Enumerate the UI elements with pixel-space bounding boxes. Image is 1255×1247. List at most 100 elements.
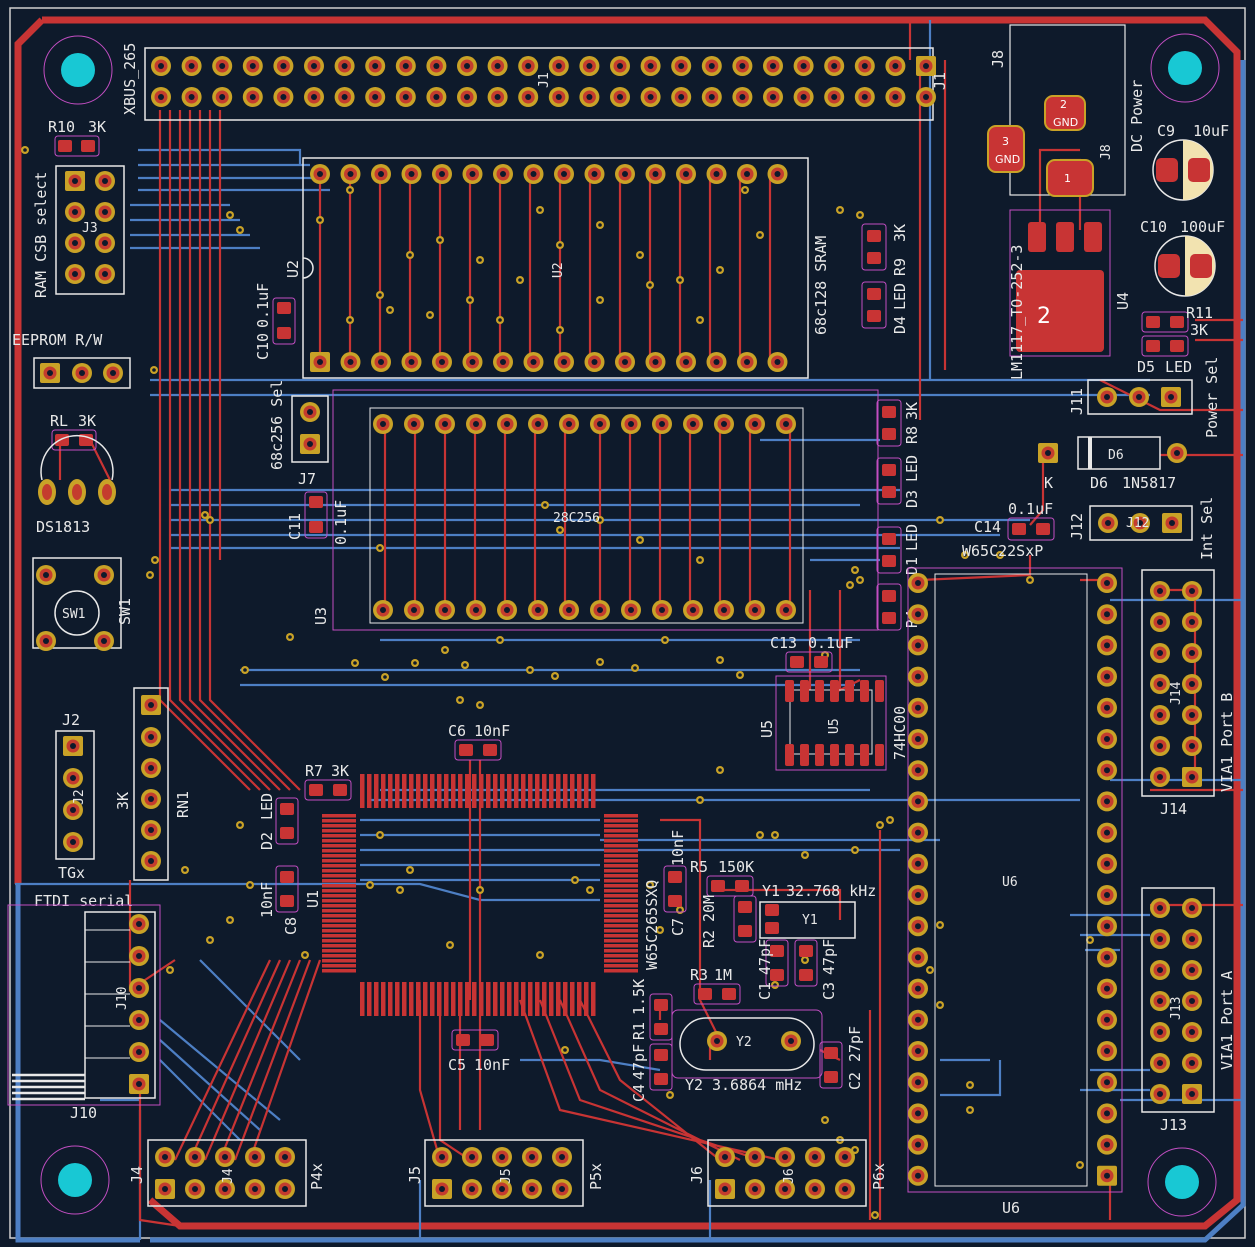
y1-label-inner: Y1 <box>802 913 818 928</box>
j14-pin <box>1150 674 1170 694</box>
u6-pin <box>908 1041 928 1061</box>
logic-ic-u5 <box>775 675 887 771</box>
capacitor-c10 <box>1154 235 1216 297</box>
r9-value: 3K <box>891 224 909 242</box>
reset-ic-ds1813 <box>38 434 116 505</box>
power-sel-label: Power Sel <box>1203 357 1221 438</box>
r1-value: 1.5K <box>630 979 648 1015</box>
u1-pad-left <box>322 869 356 873</box>
j1-pin <box>518 87 539 107</box>
u1-pad-bottom <box>458 982 463 1016</box>
u1-pad-left <box>322 879 356 883</box>
j1-pin <box>732 56 753 76</box>
u1-pad-bottom <box>451 982 456 1016</box>
u2-pin <box>310 352 330 372</box>
d3-label: D3 <box>903 490 921 508</box>
u6-pin <box>1097 666 1117 687</box>
r3-label: R3 <box>690 966 708 984</box>
rn1-label: RN1 <box>174 791 192 818</box>
c10-decoupling-label: C10 <box>254 333 272 360</box>
j1-pin <box>242 56 263 76</box>
k-label: K <box>1044 474 1053 492</box>
c10-value: 100uF <box>1180 218 1225 236</box>
regulator-u4 <box>1009 209 1111 357</box>
u2-pin <box>676 352 696 372</box>
u6-pin <box>908 916 928 937</box>
u3-pin <box>466 414 486 434</box>
c10-label: C10 <box>1140 218 1167 236</box>
j1-pin <box>885 56 906 76</box>
j5-label-inner: J5 <box>499 1168 514 1184</box>
u1-pad-left <box>322 964 356 968</box>
d5-label: D5 <box>1137 358 1155 376</box>
u6-pin <box>908 1165 928 1186</box>
u1-pad-right <box>604 834 638 838</box>
j1-pin <box>579 56 600 76</box>
j4-pin <box>215 1147 235 1167</box>
sram-label: 68c128 SRAM <box>812 236 830 335</box>
u1-pad-bottom <box>584 982 589 1016</box>
u3-pin <box>714 600 734 620</box>
back-border-trace <box>15 60 1246 1243</box>
c3-value: 47pF <box>820 939 838 975</box>
u1-pad-right <box>604 914 638 918</box>
u3-pin <box>683 414 703 434</box>
j10-label: J10 <box>70 1104 97 1122</box>
u2-pin <box>554 164 574 184</box>
c1-value: 47pF <box>756 939 774 975</box>
j1-pin <box>242 87 263 107</box>
u6-pin <box>1097 1009 1117 1030</box>
r11-value: 3K <box>1190 321 1208 339</box>
u3-pin <box>559 600 579 620</box>
j1-pin <box>854 87 875 107</box>
u1-pad-top <box>514 774 519 808</box>
u1-pad-left <box>322 814 356 818</box>
r1-label: R1 <box>630 1022 648 1040</box>
j4-pin <box>185 1179 205 1199</box>
u4-label: U4 <box>1114 292 1132 310</box>
rn1-value: 3K <box>114 792 132 810</box>
r7-label: R7 <box>305 762 323 780</box>
resistor-r5 <box>706 875 754 897</box>
d6-label-inner: D6 <box>1108 448 1124 463</box>
u3-pin <box>497 600 517 620</box>
j1-pin <box>426 87 447 107</box>
j1-pin <box>610 87 630 107</box>
c5-label: C5 <box>448 1056 466 1074</box>
u6-pin <box>908 1009 928 1030</box>
u3-pin <box>652 600 672 620</box>
u5-label: U5 <box>758 720 776 738</box>
u1-pad-left <box>322 914 356 918</box>
j1-pin <box>304 87 324 107</box>
j6-pin <box>745 1147 765 1167</box>
j13-pin <box>1150 960 1170 980</box>
c8-label: C8 <box>282 917 300 935</box>
connector-j2 <box>55 730 95 860</box>
u6-pin <box>1097 697 1117 718</box>
u2-pin <box>706 164 727 184</box>
j13-label: J13 <box>1160 1116 1187 1134</box>
c4-value: 47pF <box>630 1044 648 1080</box>
c11-value: 0.1uF <box>332 500 350 545</box>
u6-pin <box>1097 1103 1117 1124</box>
u1-pad-top <box>465 774 470 808</box>
r8-label: R8 <box>903 426 921 444</box>
u3-pin <box>404 414 424 434</box>
u2-pin <box>493 164 513 184</box>
u1-pad-bottom <box>444 982 449 1016</box>
u1-pad-left <box>322 859 356 863</box>
pad-3-label: 3 <box>1002 135 1009 148</box>
u2-pin <box>584 352 605 372</box>
u1-pad-top <box>542 774 547 808</box>
u3-pin <box>435 414 455 434</box>
u1-pad-bottom <box>493 982 498 1016</box>
r7-value: 3K <box>331 762 349 780</box>
j13-pin <box>1150 898 1170 918</box>
u1-pad-right <box>604 929 638 933</box>
c6-value: 10nF <box>474 722 510 740</box>
ftdi-label: FTDI serial <box>34 892 133 910</box>
j1-pin <box>671 56 692 76</box>
j1-pin <box>334 87 355 107</box>
capacitor-c8 <box>275 865 299 913</box>
